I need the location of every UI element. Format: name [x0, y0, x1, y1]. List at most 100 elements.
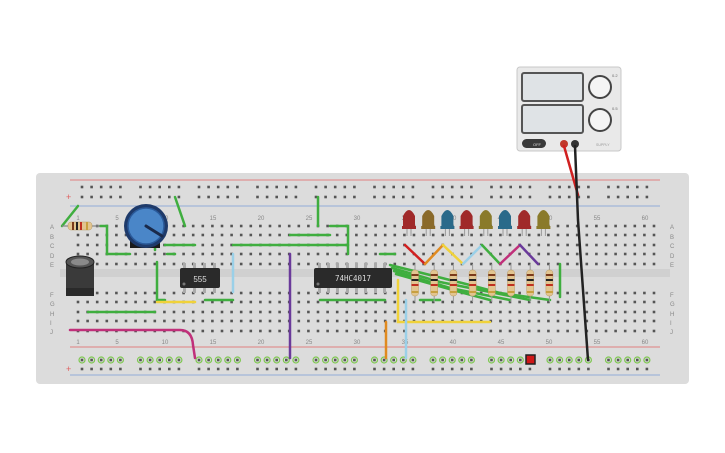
rail-hole[interactable] — [411, 358, 415, 362]
rail-hole[interactable] — [392, 185, 395, 189]
rail-hole[interactable] — [636, 195, 639, 199]
hole[interactable] — [566, 252, 569, 256]
hole[interactable] — [422, 252, 425, 256]
rail-hole[interactable] — [402, 185, 405, 189]
hole[interactable] — [422, 243, 425, 247]
hole[interactable] — [643, 319, 646, 323]
hole[interactable] — [422, 310, 425, 314]
hole[interactable] — [115, 262, 118, 266]
hole[interactable] — [489, 329, 493, 333]
hole[interactable] — [191, 252, 195, 256]
hole[interactable] — [249, 262, 253, 266]
hole[interactable] — [566, 329, 569, 333]
hole[interactable] — [115, 224, 118, 228]
hole[interactable] — [508, 262, 512, 266]
hole[interactable] — [364, 224, 368, 228]
hole[interactable] — [230, 300, 233, 304]
hole[interactable] — [316, 310, 320, 314]
hole[interactable] — [355, 319, 358, 323]
hole[interactable] — [633, 252, 637, 256]
hole[interactable] — [201, 319, 205, 323]
hole[interactable] — [556, 233, 560, 237]
hole[interactable] — [95, 243, 99, 247]
hole[interactable] — [393, 243, 397, 247]
rail-hole[interactable] — [509, 195, 512, 199]
hole[interactable] — [431, 329, 435, 333]
rail-hole[interactable] — [275, 195, 278, 199]
hole[interactable] — [230, 233, 233, 237]
rail-hole[interactable] — [236, 358, 239, 362]
hole[interactable] — [451, 233, 454, 237]
rail-hole[interactable] — [333, 367, 337, 371]
hole[interactable] — [623, 329, 627, 333]
hole-grid[interactable] — [76, 185, 656, 371]
power-switch[interactable] — [522, 139, 546, 148]
hole[interactable] — [489, 319, 493, 323]
rail-hole[interactable] — [402, 195, 405, 199]
rail-hole[interactable] — [265, 195, 269, 199]
hole[interactable] — [527, 243, 531, 247]
rail-hole[interactable] — [353, 358, 356, 362]
hole[interactable] — [201, 243, 205, 247]
rail-hole[interactable] — [90, 195, 93, 199]
hole[interactable] — [566, 310, 569, 314]
hole[interactable] — [220, 252, 224, 256]
hole[interactable] — [115, 243, 118, 247]
hole[interactable] — [518, 291, 521, 295]
rail-hole[interactable] — [577, 185, 581, 189]
hole[interactable] — [585, 262, 589, 266]
hole[interactable] — [259, 329, 262, 333]
rail-hole[interactable] — [441, 185, 444, 189]
hole[interactable] — [614, 300, 617, 304]
wire-magenta[interactable] — [498, 243, 522, 266]
hole[interactable] — [566, 243, 569, 247]
rail-hole[interactable] — [177, 185, 181, 189]
hole[interactable] — [537, 233, 541, 237]
rail-hole[interactable] — [90, 185, 93, 189]
hole[interactable] — [518, 329, 521, 333]
hole[interactable] — [220, 224, 224, 228]
hole[interactable] — [431, 233, 435, 237]
hole[interactable] — [585, 291, 589, 295]
hole[interactable] — [383, 224, 387, 228]
hole[interactable] — [643, 310, 646, 314]
rail-hole[interactable] — [148, 358, 152, 362]
hole[interactable] — [604, 243, 608, 247]
rail-hole[interactable] — [285, 195, 288, 199]
hole[interactable] — [595, 291, 598, 295]
hole[interactable] — [479, 300, 483, 304]
voltage-knob[interactable] — [588, 75, 612, 99]
hole[interactable] — [105, 300, 109, 304]
power-lead-black[interactable] — [573, 144, 590, 362]
hole[interactable] — [153, 319, 157, 323]
hole[interactable] — [115, 319, 118, 323]
hole[interactable] — [355, 329, 358, 333]
hole[interactable] — [643, 224, 646, 228]
rail-hole[interactable] — [119, 195, 122, 199]
hole[interactable] — [508, 300, 512, 304]
hole[interactable] — [431, 262, 435, 266]
hole[interactable] — [451, 310, 454, 314]
hole[interactable] — [518, 300, 521, 304]
hole[interactable] — [268, 233, 272, 237]
hole[interactable] — [220, 300, 224, 304]
hole[interactable] — [278, 329, 281, 333]
hole[interactable] — [76, 252, 80, 256]
hole[interactable] — [182, 319, 185, 323]
hole[interactable] — [499, 233, 502, 237]
hole[interactable] — [335, 233, 339, 237]
hole[interactable] — [220, 310, 224, 314]
hole[interactable] — [326, 300, 329, 304]
wire-red[interactable] — [403, 243, 427, 266]
hole[interactable] — [220, 319, 224, 323]
hole[interactable] — [604, 252, 608, 256]
hole[interactable] — [249, 224, 253, 228]
hole[interactable] — [307, 224, 310, 228]
hole[interactable] — [278, 233, 281, 237]
hole[interactable] — [239, 224, 243, 228]
hole[interactable] — [575, 262, 579, 266]
hole[interactable] — [499, 243, 502, 247]
hole[interactable] — [172, 262, 176, 266]
rail-hole[interactable] — [353, 367, 356, 371]
hole[interactable] — [556, 224, 560, 228]
